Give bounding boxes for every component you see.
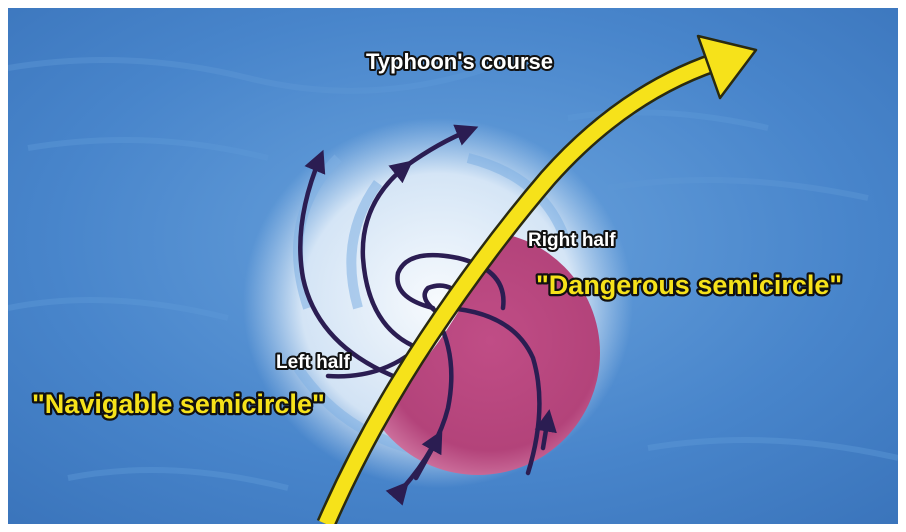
left-half-label: Left half <box>276 352 351 373</box>
course-label: Typhoon's course <box>366 49 553 74</box>
dangerous-semicircle-label: "Dangerous semicircle" <box>536 270 842 300</box>
navigable-semicircle-label: "Navigable semicircle" <box>32 389 325 419</box>
right-half-label: Right half <box>528 230 616 251</box>
diagram-svg: Typhoon's course Right half "Dangerous s… <box>8 8 898 524</box>
